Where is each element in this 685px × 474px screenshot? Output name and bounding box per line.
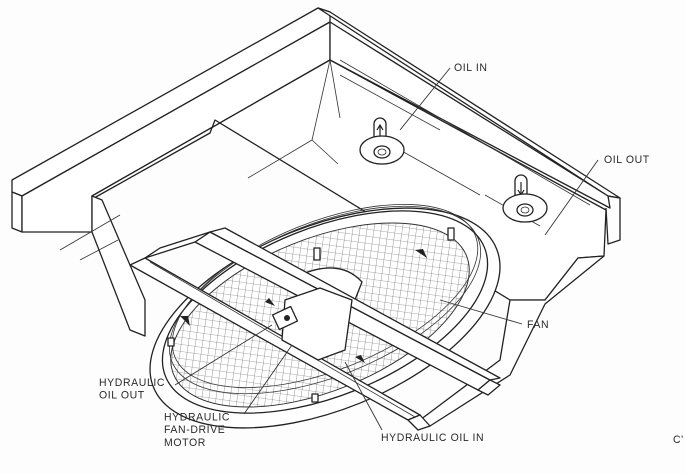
label-hydraulic-oil-in: HYDRAULIC OIL IN [381,431,485,445]
label-hydraulic-oil-out: HYDRAULIC OIL OUT [99,376,166,402]
fan-drive-motor [271,287,353,361]
label-oil-out: OIL OUT [604,153,650,167]
oil-in-fitting [359,117,405,165]
corner-code: C' [673,433,684,447]
label-hydraulic-fan-drive-motor: HYDRAULIC FAN-DRIVE MOTOR [164,411,231,449]
label-fan: FAN [527,318,550,332]
label-oil-in: OIL IN [454,61,488,75]
oil-out-fitting [502,174,548,223]
leader-lines [174,67,599,431]
